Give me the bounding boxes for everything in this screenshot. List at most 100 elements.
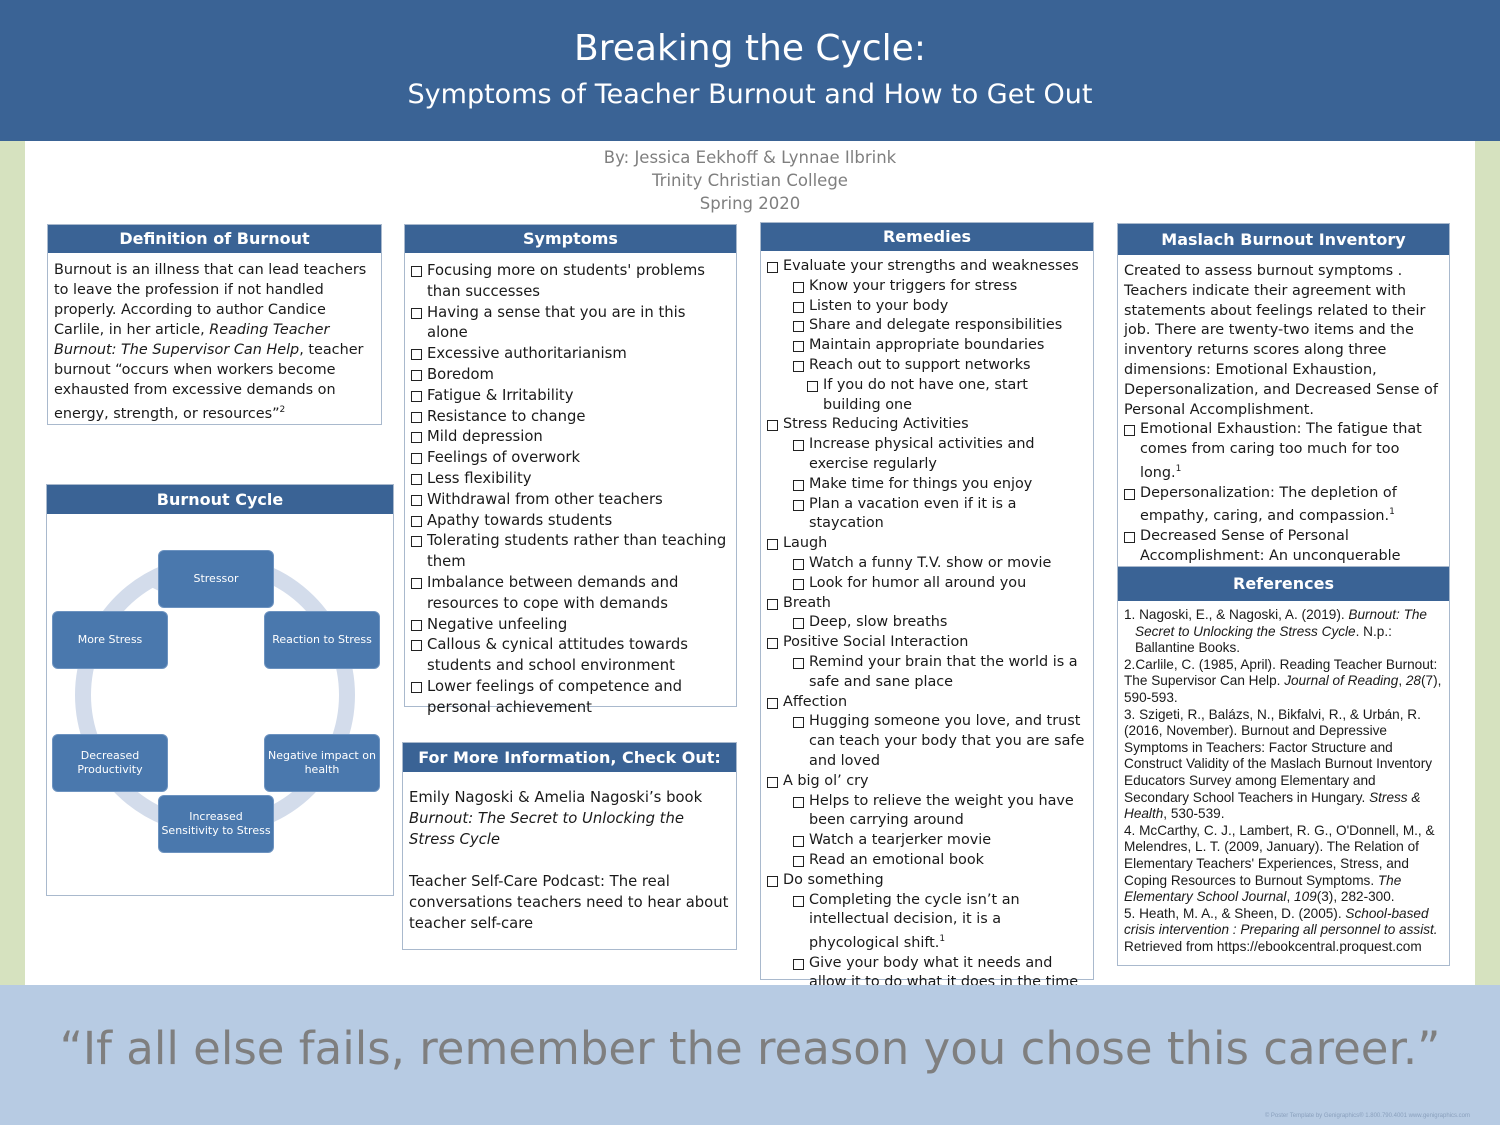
symptom-text: Withdrawal from other teachers (427, 490, 663, 508)
list-item-text: Evaluate your strengths and weaknesses (783, 258, 1079, 274)
checkbox-bullet-icon (1124, 488, 1135, 500)
definition-text: Burnout is an illness that can lead teac… (48, 253, 381, 424)
definition-text-a: Burnout is an illness that can lead teac… (54, 262, 367, 338)
checkbox-bullet-icon (767, 420, 778, 432)
symptom-text: Having a sense that you are in this alon… (427, 303, 686, 342)
checkbox-bullet-icon (411, 411, 422, 423)
maslach-intro: Created to assess burnout symptoms . Tea… (1124, 263, 1438, 418)
definition-sup: 2 (279, 405, 286, 415)
list-item-text: Do something (783, 871, 884, 888)
remedy-item: Hugging someone you love, and trust can … (793, 712, 1087, 771)
checkbox-bullet-icon (793, 796, 804, 808)
list-item-text: Listen to your body (809, 297, 949, 314)
symptom-text: Apathy towards students (427, 511, 613, 529)
symptom-item: Tolerating students rather than teaching… (411, 531, 730, 573)
checkbox-bullet-icon (767, 638, 778, 650)
remedy-item: Do something (767, 871, 1087, 891)
remedies-heading: Remedies (761, 223, 1093, 251)
remedy-item: Reach out to support networks (793, 356, 1087, 376)
poster-header: Breaking the Cycle: Symptoms of Teacher … (0, 0, 1500, 141)
checkbox-bullet-icon (1124, 425, 1135, 437)
remedy-item: Listen to your body (793, 297, 1087, 317)
symptom-text: Callous & cynical attitudes towards stud… (427, 636, 688, 675)
checkbox-bullet-icon (411, 390, 422, 402)
remedy-item: Remind your brain that the world is a sa… (793, 653, 1087, 693)
list-item-text: Emotional Exhaustion: The fatigue that c… (1140, 421, 1422, 481)
more-info-book-line: Emily Nagoski & Amelia Nagoski’s book (409, 789, 703, 806)
remedy-item: Watch a funny T.V. show or movie (793, 554, 1087, 574)
remedy-item: Completing the cycle isn’t an intellectu… (793, 891, 1087, 954)
reference-item: 5. Heath, M. A., & Sheen, D. (2005). Sch… (1124, 905, 1438, 954)
maslach-heading: Maslach Burnout Inventory (1118, 224, 1449, 255)
reference-item: 2.Carlile, C. (1985, April). Reading Tea… (1124, 656, 1442, 705)
checkbox-bullet-icon (411, 619, 422, 631)
maslach-dimension-item: Emotional Exhaustion: The fatigue that c… (1124, 420, 1443, 483)
footnote-sup: 1 (939, 934, 946, 945)
symptom-item: Excessive authoritarianism (411, 344, 730, 365)
list-item-text: Completing the cycle isn’t an intellectu… (809, 891, 1020, 951)
symptom-item: Boredom (411, 365, 730, 386)
footnote-sup: 1 (1389, 507, 1395, 518)
symptom-text: Mild depression (427, 428, 543, 446)
list-item-text: Watch a funny T.V. show or movie (809, 554, 1052, 571)
checkbox-bullet-icon (767, 598, 778, 610)
list-item-text: Increase physical activities and exercis… (809, 436, 1035, 472)
list-item-text: Maintain appropriate boundaries (809, 337, 1045, 354)
definition-panel: Definition of Burnout Burnout is an illn… (47, 224, 382, 425)
remedy-item: Affection (767, 693, 1087, 713)
definition-heading: Definition of Burnout (48, 225, 381, 253)
cycle-node-sensitivity: Increased Sensitivity to Stress (158, 795, 274, 853)
references-heading: References (1118, 567, 1449, 601)
list-item-text: Make time for things you enjoy (809, 475, 1033, 492)
more-info-panel: For More Information, Check Out: Emily N… (402, 742, 737, 950)
checkbox-bullet-icon (411, 473, 422, 485)
footer-quote: “If all else fails, remember the reason … (59, 1022, 1441, 1075)
remedy-item: If you do not have one, start building o… (807, 376, 1087, 416)
checkbox-bullet-icon (767, 262, 778, 273)
remedy-item: Increase physical activities and exercis… (793, 435, 1087, 475)
list-item-text: Laugh (783, 535, 828, 552)
more-info-body: Emily Nagoski & Amelia Nagoski’s book Bu… (403, 772, 736, 934)
list-item-text: Stress Reducing Activities (783, 416, 969, 433)
remedy-item: Make time for things you enjoy (793, 475, 1087, 495)
checkbox-bullet-icon (793, 360, 804, 372)
symptoms-panel: Symptoms Focusing more on students' prob… (404, 224, 737, 716)
checkbox-bullet-icon (411, 640, 422, 652)
cycle-node-more-stress: More Stress (52, 611, 168, 669)
list-item-text: Positive Social Interaction (783, 634, 969, 651)
remedy-item: Know your triggers for stress (793, 277, 1087, 297)
byline-term: Spring 2020 (699, 194, 801, 213)
checkbox-bullet-icon (411, 349, 422, 361)
symptom-item: Less flexibility (411, 469, 730, 490)
checkbox-bullet-icon (411, 536, 422, 548)
checkbox-bullet-icon (411, 494, 422, 506)
list-item-text: A big ol’ cry (783, 772, 869, 789)
symptom-item: Focusing more on students' problems than… (411, 261, 730, 303)
remedy-item: Watch a tearjerker movie (793, 831, 1087, 851)
symptom-text: Less flexibility (427, 469, 532, 487)
reference-item: 4. McCarthy, C. J., Lambert, R. G., O'Do… (1124, 822, 1435, 905)
symptom-item: Lower feelings of competence and persona… (411, 677, 730, 719)
checkbox-bullet-icon (767, 539, 778, 551)
checkbox-bullet-icon (807, 380, 818, 392)
checkbox-bullet-icon (793, 717, 804, 729)
remedy-item: Stress Reducing Activities (767, 415, 1087, 435)
checkbox-bullet-icon (793, 855, 804, 867)
more-info-book-title: Burnout: The Secret to Unlocking the Str… (409, 810, 684, 848)
symptom-item: Imbalance between demands and resources … (411, 573, 730, 615)
checkbox-bullet-icon (767, 697, 778, 709)
checkbox-bullet-icon (793, 836, 804, 848)
symptom-text: Boredom (427, 365, 494, 383)
checkbox-bullet-icon (793, 281, 804, 293)
symptom-item: Resistance to change (411, 407, 730, 428)
more-info-podcast: Teacher Self-Care Podcast: The real conv… (409, 873, 729, 932)
list-item-text: Remind your brain that the world is a sa… (809, 653, 1078, 690)
checkbox-bullet-icon (411, 577, 422, 589)
checkbox-bullet-icon (411, 453, 422, 465)
symptom-text: Focusing more on students' problems than… (427, 262, 705, 300)
checkbox-bullet-icon (793, 479, 804, 491)
remedy-item: A big ol’ cry (767, 772, 1087, 792)
list-item-text: Share and delegate responsibilities (809, 317, 1063, 334)
symptom-item: Feelings of overwork (411, 448, 730, 469)
checkbox-bullet-icon (411, 432, 422, 444)
